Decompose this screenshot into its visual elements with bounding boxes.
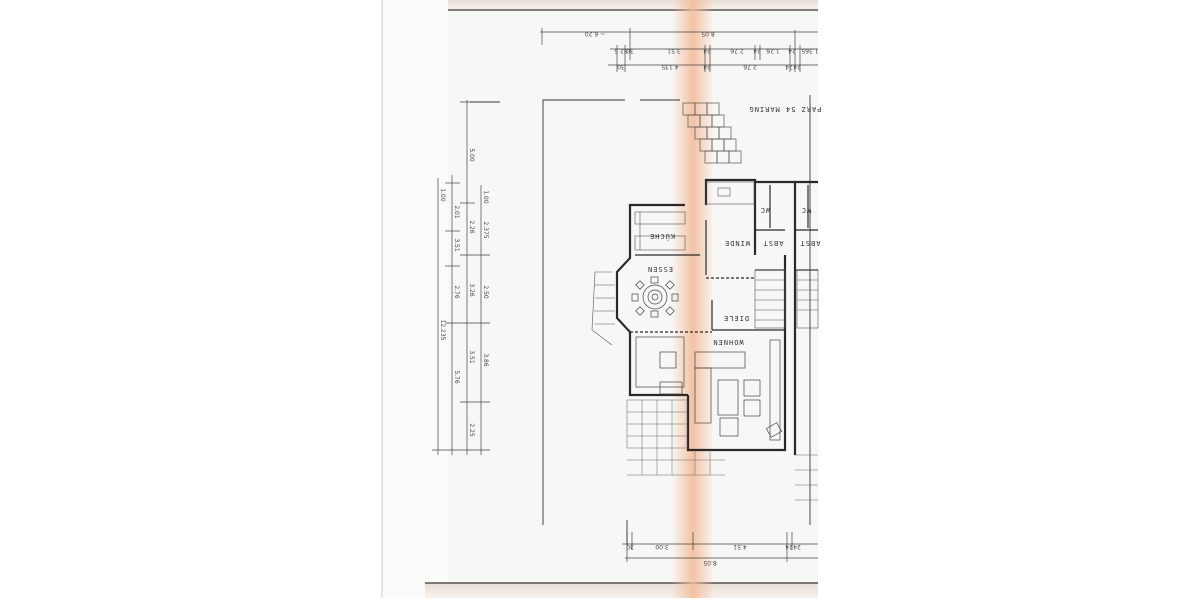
room-label-kuche: KÜCHE: [649, 232, 675, 241]
dim-left: 3.51: [468, 350, 475, 364]
dim-left: 2.375: [482, 221, 489, 238]
room-label-wohnen: WOHNEN: [712, 338, 743, 346]
dim-top: 24: [703, 47, 711, 54]
dim-left: 5.76: [453, 370, 460, 384]
dim-top: 30: [626, 47, 634, 54]
dim-bottom-overall: 8.05: [703, 559, 717, 566]
dim-top-overall-left: ~ 6.20: [585, 30, 605, 37]
dim-top: 30: [617, 63, 625, 70]
staircase: [754, 269, 819, 329]
dim-top: 2.76: [730, 47, 744, 54]
dim-left: 1.00: [482, 190, 489, 204]
paper-margin: [382, 0, 448, 598]
room-labels: KÜCHE ESSEN WINDE ABST ABST WC WC DIELE …: [647, 105, 822, 346]
dim-left: 3.26: [468, 283, 475, 297]
room-label-abst-1: ABST: [763, 239, 784, 247]
dim-left: 3.51: [453, 238, 460, 252]
dim-bottom: 3.00: [655, 543, 669, 550]
dim-left: 2.50: [482, 285, 489, 299]
kitchen-counters: [634, 211, 686, 251]
dim-top: 3.51: [667, 47, 681, 54]
exterior-steps: [591, 181, 755, 346]
dim-left: 1.00: [439, 188, 446, 202]
dim-bottom: 30: [626, 543, 634, 550]
dim-left: 2.25: [468, 423, 475, 437]
terrace: [626, 399, 818, 501]
room-label-wc-1: WC: [760, 206, 770, 214]
dimension-lines-top: [540, 28, 818, 72]
bottom-edge-band: [425, 583, 818, 598]
room-label-abst-2: ABST: [800, 239, 821, 247]
dim-top: 4.135: [661, 63, 678, 70]
dim-bottom: 4.51: [733, 543, 747, 550]
living-furniture: [635, 336, 783, 441]
dim-top-overall: 8.05: [701, 30, 715, 37]
dim-left: 2.01: [453, 205, 460, 219]
dim-bottom: 24: [785, 543, 793, 550]
room-label-winde: WINDE: [724, 239, 750, 247]
dim-left: 2.76: [453, 285, 460, 299]
dim-top: 24: [703, 63, 711, 70]
dim-top: 24: [785, 63, 793, 70]
dim-left: 5.00: [468, 148, 475, 162]
dim-top: 24: [788, 47, 796, 54]
dim-top: 24: [753, 47, 761, 54]
dim-left: 2.26: [468, 220, 475, 234]
dim-left: 3.86: [482, 353, 489, 367]
dimension-labels-left: 1.00 12.235 2.01 3.51 2.76 5.76 5.00 2.2…: [439, 148, 489, 437]
dining-table: [631, 276, 679, 318]
dimension-labels-bottom: 30 3.00 4.51 24 24 8.05: [626, 543, 801, 566]
dim-top: 2.76: [743, 63, 757, 70]
room-label-essen: ESSEN: [647, 265, 673, 273]
stepping-stone-path: [682, 102, 742, 164]
room-label-diele: DIELE: [723, 314, 749, 322]
dim-top: 1.26: [766, 47, 780, 54]
room-label-wc-2: WC: [801, 206, 811, 214]
dim-top: 1.365: [801, 47, 818, 54]
dimension-labels-top: ~ 6.20 8.05 62.5 30 3.51 24 2.76 24 1.26…: [585, 30, 819, 70]
top-edge-band: [448, 0, 818, 9]
parcel-label: PARZ 54 MARING: [748, 105, 821, 113]
dim-left: 12.235: [439, 320, 446, 341]
dim-top: 62.5: [614, 47, 628, 54]
dim-bottom: 24: [793, 543, 801, 550]
dim-top: 24: [793, 63, 801, 70]
